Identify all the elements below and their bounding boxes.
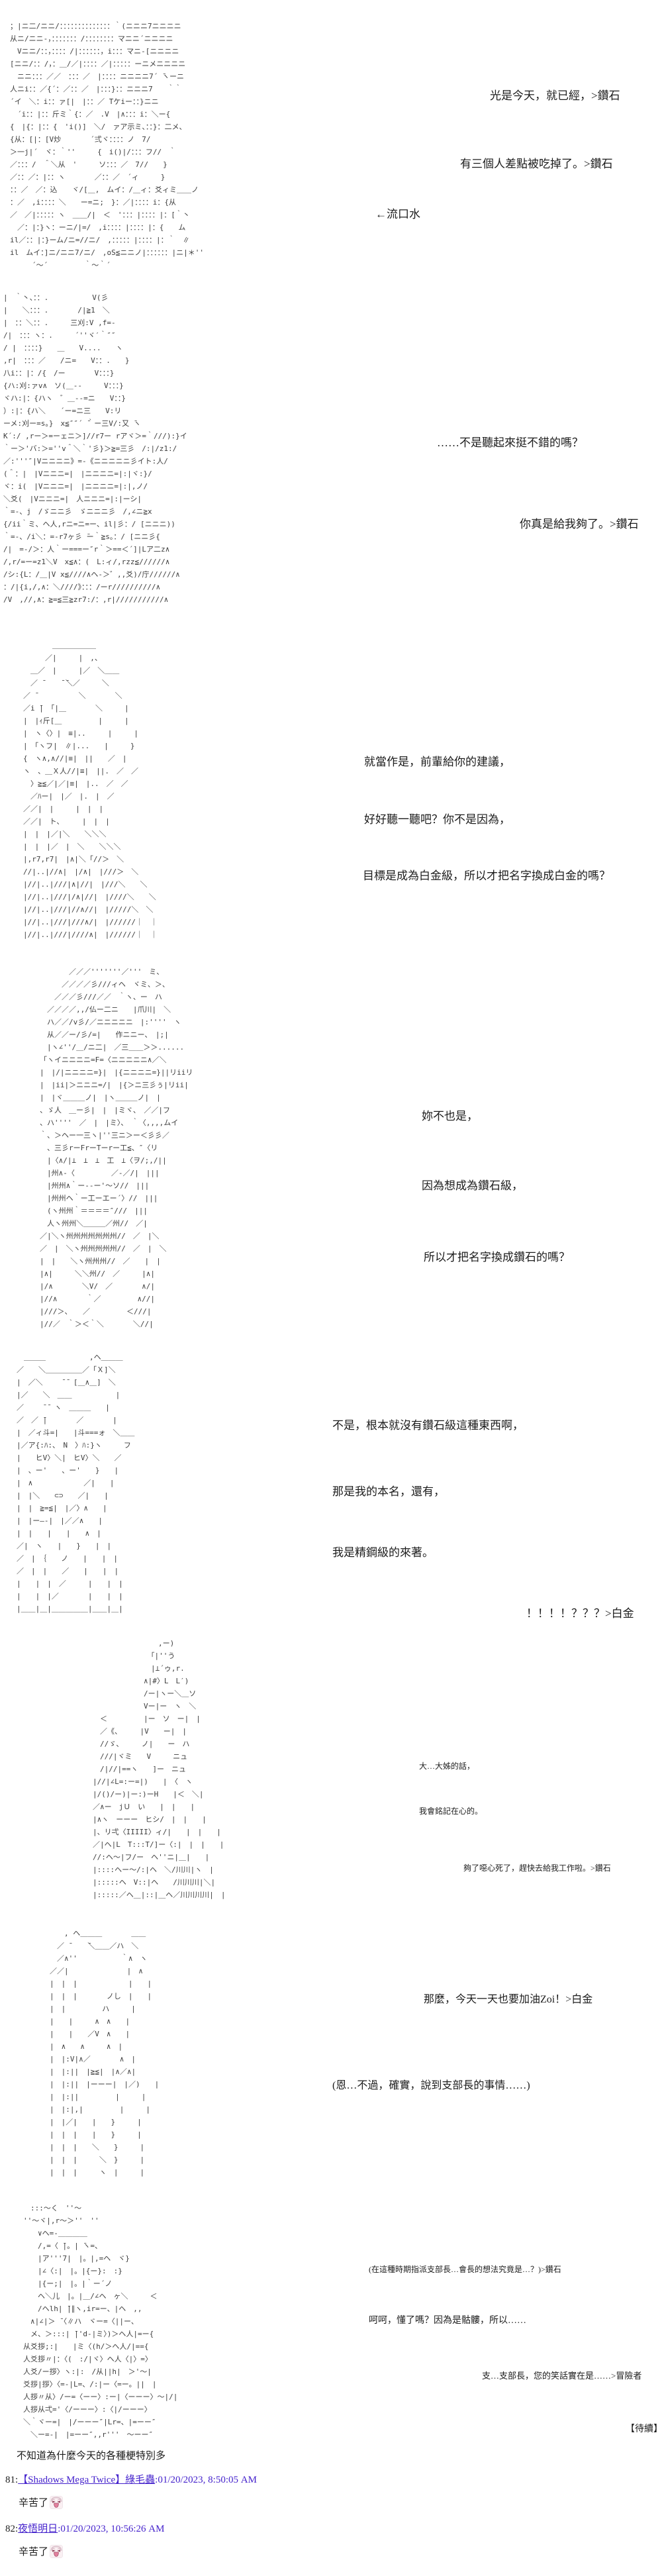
comment-number: 82: bbox=[5, 2524, 19, 2534]
dialogue-line-23: 支…支部長，您的笑話實在是……>冒險者 bbox=[482, 2371, 642, 2381]
ascii-art-panel-3: ＿＿＿＿＿＿ ／| | ,、 ＿／ | |／ ＼＿＿ ／ ̄ ̄ ̄＼／ ＼ ／… bbox=[23, 641, 158, 939]
dialogue-line-2: 有三個人差點被吃掉了。>鑽石 bbox=[460, 158, 613, 170]
comment-author-link[interactable]: 【Shadows Mega Twice】綠毛蟲 bbox=[18, 2475, 156, 2485]
dialogue-line-11: 所以才把名字換成鑽石的嗎？ bbox=[424, 1251, 570, 1263]
dialogue-line-18: 夠了噁心死了，趕快去給我工作啦。>鑽石 bbox=[463, 1863, 611, 1873]
ascii-art-panel-5: ＿＿＿ ,ヘ＿＿＿ ／ ＼＿＿＿＿＿／「Ｘ]＼ | ／＼ ̄ ̄ [＿∧＿] ＼… bbox=[17, 1353, 135, 1613]
dialogue-line-15: ！！！！？？？>白金 bbox=[526, 1607, 634, 1620]
ascii-art-panel-2: | ｀丶、：：. V(彡 | ＼：：：. /|≧1 ＼ | ：：＼：：. 三刈:… bbox=[3, 293, 187, 604]
dialogue-line-21: (在這種時期指派支部長…會長的想法究竟是…？)>鑽石 bbox=[369, 2265, 561, 2274]
dialogue-line-4: ……不是聽起來挺不錯的嗎？ bbox=[437, 436, 583, 449]
dialogue-line-14: 我是精鋼級的來著。 bbox=[332, 1546, 434, 1559]
comment-timestamp: :01/20/2023, 8:50:05 AM bbox=[155, 2475, 257, 2485]
dialogue-line-1: 光是今天，就已經，>鑽石 bbox=[490, 89, 620, 102]
dialogue-line-12: 不是，根本就沒有鑽石級這種東西啊， bbox=[332, 1419, 524, 1432]
dialogue-line-9: 妳不也是， bbox=[422, 1110, 478, 1122]
comment-82-header: 82:夜悟明日:01/20/2023, 10:56:26 AM bbox=[5, 2521, 164, 2535]
dialogue-line-8: 目標是成為白金級，所以才把名字換成白金的嗎？ bbox=[363, 869, 610, 882]
dialogue-line-5: 你真是給我夠了。>鑽石 bbox=[520, 518, 639, 530]
comment-timestamp: :01/20/2023, 10:56:26 AM bbox=[58, 2524, 165, 2534]
dialogue-line-6: 就當作是，前輩給你的建議， bbox=[364, 756, 510, 768]
ascii-art-panel-4: ／／／'''''''／''' ミ、 ／／／／彡///ィヘ ヾミ、＞、 ／／／彡/… bbox=[40, 967, 193, 1328]
ascii-art-panel-1: ；|ニ二/ニニ/：：：：：：：：：：：：：：｀(ニニニ7ニニニニ 从ニ/ニニ-，… bbox=[10, 22, 204, 270]
dialogue-line-20: (恩…不過，確實，說到支部長的事情……) bbox=[332, 2080, 530, 2091]
crying-emoji-icon bbox=[50, 2496, 63, 2509]
author-note: 不知道為什麼今天的各種梗特別多 bbox=[17, 2451, 166, 2461]
comment-82-body: 辛苦了 bbox=[19, 2544, 63, 2558]
ascii-art-panel-7: , ヘ＿＿＿ ＿＿ ／ ̄ ̄＼＿＿／ハ ＼ ／∧'' ｀∧ ヽ ／／| | ∧… bbox=[50, 1929, 160, 2177]
dialogue-line-10: 因為想成為鑽石級， bbox=[422, 1179, 523, 1192]
comment-81-body: 辛苦了 bbox=[19, 2495, 63, 2509]
dialogue-line-17: 我會銘記在心的。 bbox=[419, 1807, 483, 1816]
dialogue-line-22: 呵呵，懂了嗎？因為是骷髏，所以…… bbox=[369, 2316, 526, 2326]
comment-81-header: 81:【Shadows Mega Twice】綠毛蟲:01/20/2023, 8… bbox=[5, 2472, 257, 2486]
crying-emoji-icon bbox=[50, 2545, 63, 2558]
comment-body-text: 辛苦了 bbox=[19, 2498, 49, 2508]
ascii-art-panel-6: ,ー) 「|''う |⊥´ゥ,r. ∧|#〉L L′) /ー|ヽー＼＿ソ Vー|… bbox=[93, 1639, 226, 1899]
to-be-continued-label: 【待續】 bbox=[626, 2424, 662, 2434]
dialogue-line-3: ←流口水 bbox=[375, 208, 420, 221]
dialogue-line-7: 好好聽一聽吧？你不是因為， bbox=[364, 813, 510, 826]
dialogue-line-13: 那是我的本名，還有， bbox=[332, 1485, 445, 1498]
comment-author-link[interactable]: 夜悟明日 bbox=[18, 2524, 58, 2534]
dialogue-line-19: 那麼，今天一天也要加油Zoi！>白金 bbox=[424, 1994, 593, 2005]
comment-number: 81: bbox=[5, 2475, 19, 2485]
comment-body-text: 辛苦了 bbox=[19, 2547, 49, 2557]
ascii-art-panel-8: :::～く ''～ ''～ヾ|,r～＞'' '' ∨ヘ=-＿＿＿＿ /,=〈 ̄… bbox=[23, 2204, 178, 2439]
dialogue-line-16: 大…大姊的話， bbox=[419, 1761, 475, 1771]
